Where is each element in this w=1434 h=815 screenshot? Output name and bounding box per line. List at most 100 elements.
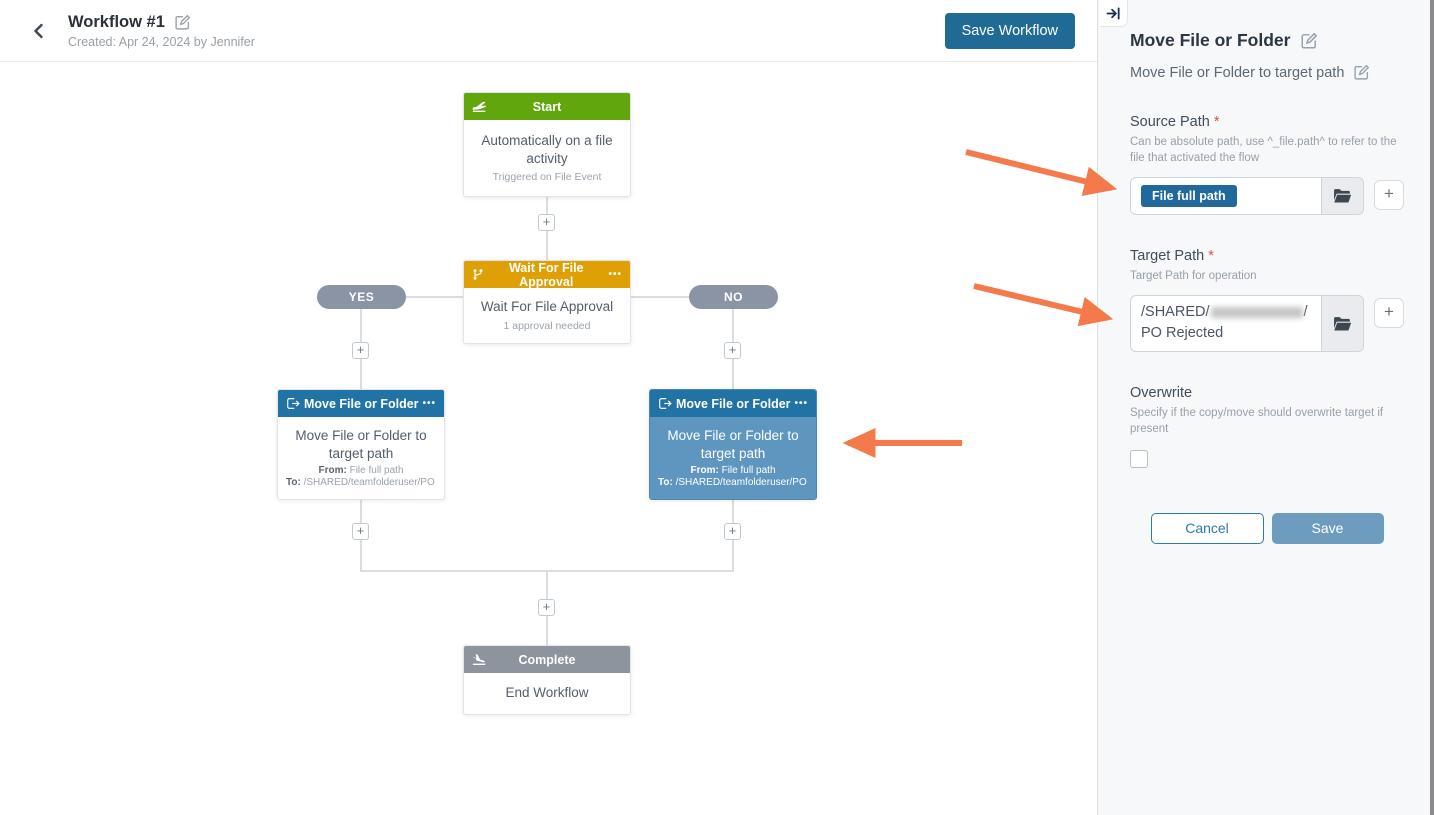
node-start-header: Start bbox=[464, 93, 630, 120]
add-source-variable-button[interactable]: + bbox=[1374, 180, 1404, 211]
move-icon bbox=[287, 398, 300, 409]
browse-source-folder-button[interactable] bbox=[1321, 178, 1363, 215]
cancel-button[interactable]: Cancel bbox=[1150, 512, 1264, 544]
node-move-no-header: Move File or Folder ••• bbox=[650, 390, 816, 417]
node-move-yes-from: From: File full path bbox=[286, 465, 436, 476]
created-subtitle: Created: Apr 24, 2024 by Jennifer bbox=[68, 34, 255, 49]
node-menu-button[interactable]: ••• bbox=[794, 398, 808, 409]
browse-target-folder-button[interactable] bbox=[1321, 296, 1363, 352]
node-move-no-selected[interactable]: Move File or Folder ••• Move File or Fol… bbox=[649, 389, 817, 501]
from-label: From: bbox=[318, 465, 347, 477]
panel-subtitle: Move File or Folder to target path bbox=[1130, 64, 1345, 81]
collapse-panel-button[interactable] bbox=[1100, 0, 1128, 27]
target-path-section: Target Path * Target Path for operation … bbox=[1130, 248, 1404, 353]
add-step-button[interactable]: + bbox=[724, 342, 741, 359]
node-menu-button[interactable]: ••• bbox=[422, 398, 436, 409]
node-move-yes-description: Move File or Folder to target path bbox=[295, 428, 427, 461]
source-path-section: Source Path * Can be absolute path, use … bbox=[1130, 114, 1404, 216]
node-complete-title: Complete bbox=[518, 652, 576, 667]
target-path-help: Target Path for operation bbox=[1130, 270, 1257, 283]
source-path-input[interactable]: File full path bbox=[1131, 178, 1321, 214]
back-button[interactable] bbox=[26, 18, 52, 44]
node-move-yes-title: Move File or Folder bbox=[303, 396, 419, 411]
node-start-description: Automatically on a file activity bbox=[481, 133, 613, 166]
add-step-button[interactable]: + bbox=[352, 342, 369, 359]
overwrite-help: Specify if the copy/move should overwrit… bbox=[1130, 407, 1384, 436]
target-path-prefix: /SHARED/ bbox=[1141, 304, 1210, 321]
source-path-label-text: Source Path bbox=[1130, 114, 1210, 130]
edit-step-description-icon[interactable] bbox=[1353, 64, 1370, 81]
edit-step-name-icon[interactable] bbox=[1300, 32, 1318, 50]
node-start-trigger: Triggered on File Event bbox=[492, 171, 602, 184]
node-start[interactable]: Start Automatically on a file activity T… bbox=[463, 92, 631, 198]
branch-yes-pill: YES bbox=[317, 285, 406, 309]
move-icon bbox=[659, 398, 672, 409]
properties-panel: Move File or Folder Move File or Folder … bbox=[1097, 0, 1434, 815]
save-workflow-button[interactable]: Save Workflow bbox=[944, 12, 1075, 49]
page-title: Workflow #1 bbox=[68, 12, 165, 31]
add-target-variable-button[interactable]: + bbox=[1374, 298, 1404, 329]
folder-open-icon bbox=[1334, 316, 1352, 331]
from-label: From: bbox=[690, 465, 719, 477]
to-value: /SHARED/teamfolderuser/PO R... bbox=[675, 477, 808, 489]
to-label: To: bbox=[286, 477, 301, 489]
target-path-separator: / bbox=[1303, 304, 1308, 321]
target-path-label: Target Path * bbox=[1130, 248, 1404, 264]
overwrite-checkbox[interactable] bbox=[1130, 449, 1148, 468]
node-move-no-description: Move File or Folder to target path bbox=[667, 428, 799, 461]
node-menu-button[interactable]: ••• bbox=[608, 269, 622, 280]
add-step-button[interactable]: + bbox=[538, 599, 555, 616]
to-value: /SHARED/teamfolderuser/PO A... bbox=[303, 477, 436, 489]
add-step-button[interactable]: + bbox=[352, 523, 369, 540]
node-move-no-title: Move File or Folder bbox=[675, 396, 791, 411]
overwrite-label: Overwrite bbox=[1130, 385, 1193, 402]
panel-title: Move File or Folder bbox=[1130, 30, 1291, 50]
node-wait-description: Wait For File Approval bbox=[480, 299, 614, 314]
main-area: Workflow #1 Created: Apr 24, 2024 by Jen… bbox=[0, 0, 1097, 815]
chevron-left-icon bbox=[34, 23, 43, 38]
target-path-folder: PO Rejected bbox=[1141, 325, 1224, 342]
target-path-input[interactable]: /SHARED/ / PO Rejected bbox=[1131, 296, 1321, 351]
node-wait-header: Wait For File Approval ••• bbox=[464, 260, 630, 289]
node-move-yes-header: Move File or Folder ••• bbox=[278, 390, 444, 417]
source-path-label: Source Path * bbox=[1130, 114, 1404, 130]
node-move-no-from: From: File full path bbox=[658, 465, 808, 476]
file-full-path-chip[interactable]: File full path bbox=[1141, 185, 1237, 208]
to-label: To: bbox=[658, 477, 673, 489]
node-move-yes-to: To: /SHARED/teamfolderuser/PO A... bbox=[286, 477, 436, 488]
node-complete-description: End Workflow bbox=[505, 685, 589, 700]
edit-title-icon[interactable] bbox=[174, 14, 191, 31]
add-step-button[interactable]: + bbox=[538, 214, 555, 231]
node-move-yes[interactable]: Move File or Folder ••• Move File or Fol… bbox=[277, 389, 445, 501]
node-wait-approval[interactable]: Wait For File Approval ••• Wait For File… bbox=[463, 260, 631, 344]
redacted-text bbox=[1210, 306, 1303, 318]
add-step-button[interactable]: + bbox=[724, 523, 741, 540]
save-button[interactable]: Save bbox=[1271, 512, 1384, 544]
top-header: Workflow #1 Created: Apr 24, 2024 by Jen… bbox=[0, 0, 1097, 62]
collapse-right-icon bbox=[1106, 6, 1120, 20]
panel-scrollbar[interactable] bbox=[1430, 0, 1434, 815]
required-asterisk: * bbox=[1213, 114, 1220, 130]
folder-open-icon bbox=[1334, 189, 1352, 203]
connector-yes bbox=[406, 296, 464, 298]
node-complete-header: Complete bbox=[464, 646, 630, 673]
plane-landing-icon bbox=[472, 654, 486, 665]
target-path-label-text: Target Path bbox=[1130, 248, 1205, 265]
branch-icon bbox=[473, 269, 483, 280]
node-start-title: Start bbox=[532, 99, 562, 114]
branch-no-pill: NO bbox=[689, 285, 778, 309]
overwrite-section: Overwrite Specify if the copy/move shoul… bbox=[1130, 385, 1404, 468]
node-wait-approvals: 1 approval needed bbox=[503, 319, 591, 332]
required-asterisk: * bbox=[1208, 248, 1214, 265]
node-move-no-to: To: /SHARED/teamfolderuser/PO R... bbox=[658, 477, 808, 488]
from-value: File full path bbox=[721, 465, 776, 477]
node-complete[interactable]: Complete End Workflow bbox=[463, 645, 631, 715]
connector-no bbox=[630, 296, 690, 298]
node-wait-title: Wait For File Approval bbox=[508, 260, 584, 289]
title-block: Workflow #1 Created: Apr 24, 2024 by Jen… bbox=[68, 13, 945, 49]
target-path-value: /SHARED/ / PO Rejected bbox=[1141, 302, 1308, 344]
from-value: File full path bbox=[349, 465, 404, 477]
workflow-canvas[interactable]: + + + + + + Start bbox=[0, 62, 1097, 815]
source-path-help: Can be absolute path, use ^_file.path^ t… bbox=[1130, 136, 1397, 165]
plane-takeoff-icon bbox=[472, 101, 487, 112]
